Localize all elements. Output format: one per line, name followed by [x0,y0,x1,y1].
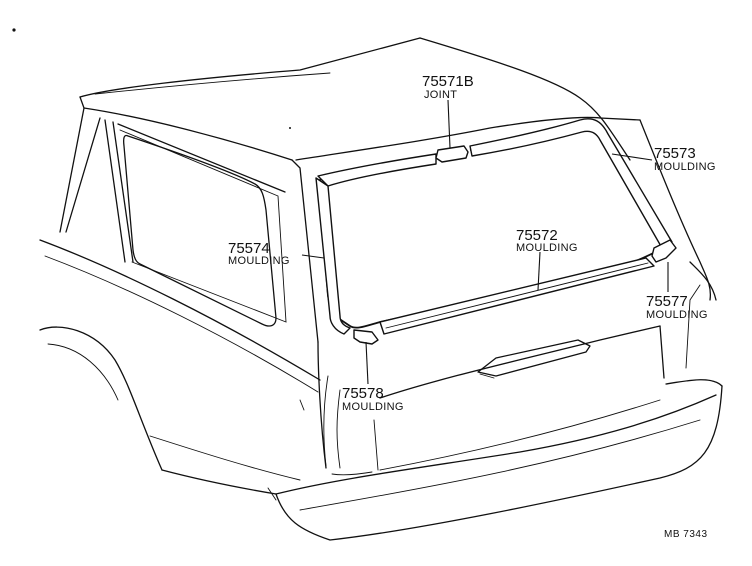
part-label-moulding-77: 75577 MOULDING [646,293,708,321]
part-label-joint: 75571B JOINT [422,73,474,101]
moulding-upper-left [317,153,437,187]
rear-window [315,118,677,345]
part-number: 75578 [342,385,384,402]
car-body-illustration [12,28,723,541]
part-name: MOULDING [654,161,716,173]
part-number: 75574 [228,240,270,257]
moulding-75574 [315,177,351,335]
part-number: 75572 [516,227,558,244]
part-number: 75571B [422,73,474,90]
moulding-75578 [353,329,379,345]
part-name: JOINT [424,89,457,101]
part-label-moulding-74: 75574 MOULDING [228,240,290,267]
moulding-75572 [379,257,655,335]
part-number: 75577 [646,293,688,310]
part-label-moulding-72: 75572 MOULDING [516,227,578,254]
part-name: MOULDING [342,401,404,413]
diagram-reference-code: MB 7343 [664,529,708,540]
joint-75571b [435,145,469,163]
moulding-75573 [469,118,673,249]
leader-lines [301,99,669,385]
part-number: 75573 [654,145,696,162]
part-name: MOULDING [646,309,708,321]
part-name: MOULDING [228,255,290,267]
part-label-moulding-78: 75578 MOULDING [342,385,404,413]
moulding-75577 [651,239,677,263]
part-name: MOULDING [516,242,578,254]
part-label-moulding-73: 75573 MOULDING [654,145,716,173]
